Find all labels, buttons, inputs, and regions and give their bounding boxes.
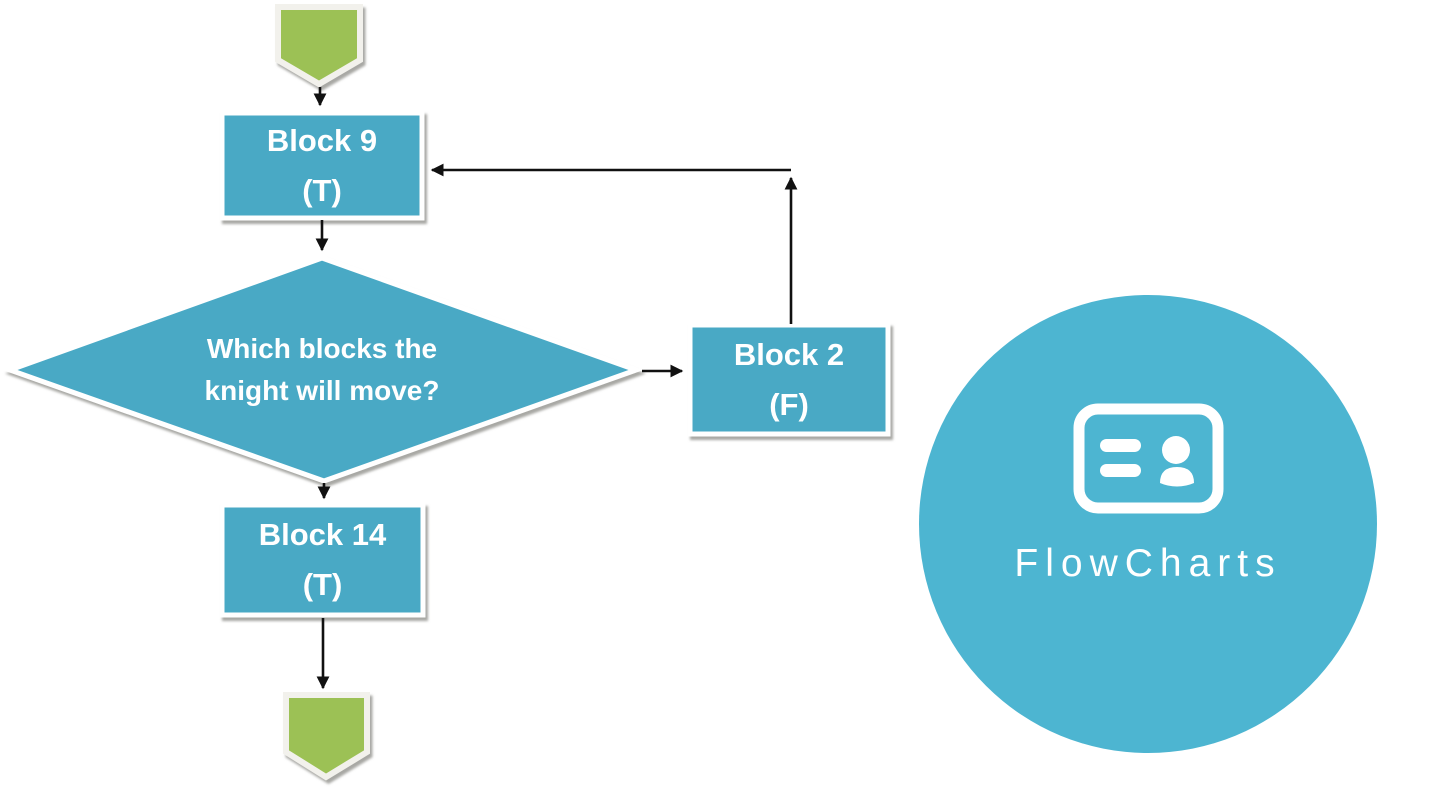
start-terminator-shape <box>275 4 363 88</box>
end-terminator-shape <box>283 692 370 781</box>
block14-shape <box>219 502 426 618</box>
flowcharts-logo-badge <box>919 295 1377 753</box>
logo-circle <box>919 295 1377 753</box>
block9-shape <box>219 110 425 221</box>
decision-diamond-shape <box>2 255 644 484</box>
id-card-icon <box>1073 403 1224 514</box>
block2-shape <box>687 322 891 437</box>
